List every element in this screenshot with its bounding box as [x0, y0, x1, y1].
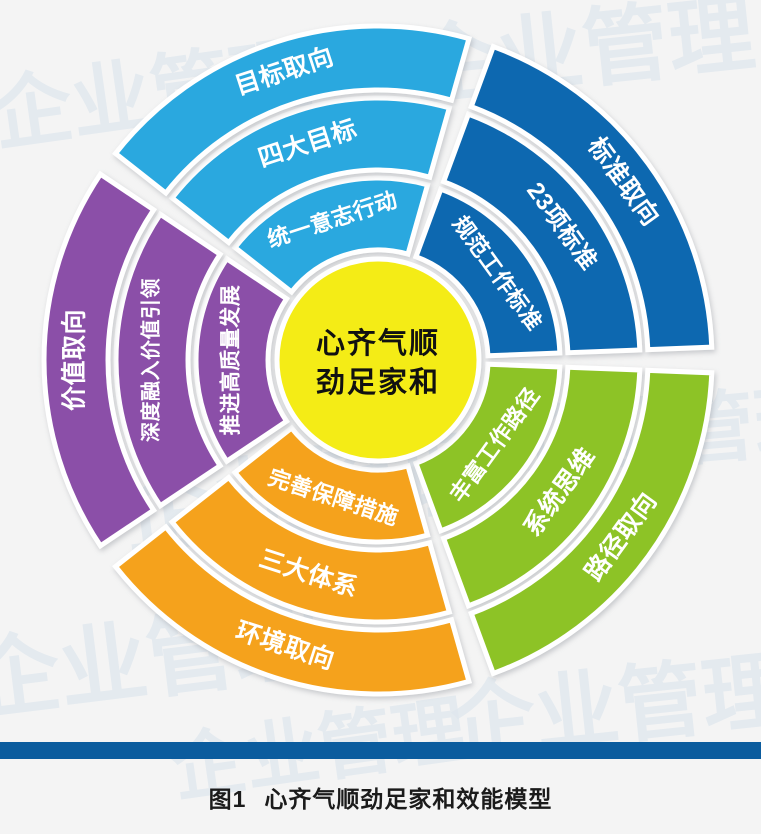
- ring-segment[interactable]: [440, 110, 643, 356]
- hub-circle: [274, 256, 482, 464]
- segment-group: [41, 23, 715, 697]
- hub-line-2: 劲足家和: [316, 365, 440, 399]
- ring-segment[interactable]: [412, 361, 563, 535]
- ring-segment[interactable]: [41, 170, 158, 550]
- ring-segment[interactable]: [440, 364, 643, 610]
- ring-segment[interactable]: [168, 95, 453, 247]
- ring-segment[interactable]: [113, 210, 224, 510]
- figure-caption: 图1 心齐气顺劲足家和效能模型: [0, 780, 761, 814]
- ring-segment[interactable]: [231, 424, 431, 545]
- ring-segment[interactable]: [231, 175, 431, 296]
- ring-segment[interactable]: [468, 43, 715, 353]
- ring-segment[interactable]: [412, 185, 563, 359]
- figure-number: 图1: [208, 786, 247, 812]
- ring-segment-label: 深度融入价值引领: [138, 278, 162, 442]
- sunburst-svg: 统一意志行动四大目标目标取向规范工作标准23项标准标准取向丰富工作路径系统思维路…: [41, 23, 715, 697]
- ring-segment[interactable]: [193, 255, 291, 465]
- ring-segment[interactable]: [168, 473, 453, 625]
- blue-divider-bar: [0, 742, 761, 759]
- ring-segment[interactable]: [112, 523, 473, 697]
- ring-segment-label: 价值取向: [60, 309, 89, 411]
- ring-segment-label: 推进高质量发展: [219, 285, 243, 436]
- ring-segment[interactable]: [468, 367, 715, 677]
- ring-segment[interactable]: [112, 23, 473, 197]
- hub-line-1: 心齐气顺: [316, 327, 440, 360]
- figure-title: 心齐气顺劲足家和效能模型: [264, 786, 553, 812]
- hub-group: 心齐气顺 劲足家和: [274, 256, 482, 464]
